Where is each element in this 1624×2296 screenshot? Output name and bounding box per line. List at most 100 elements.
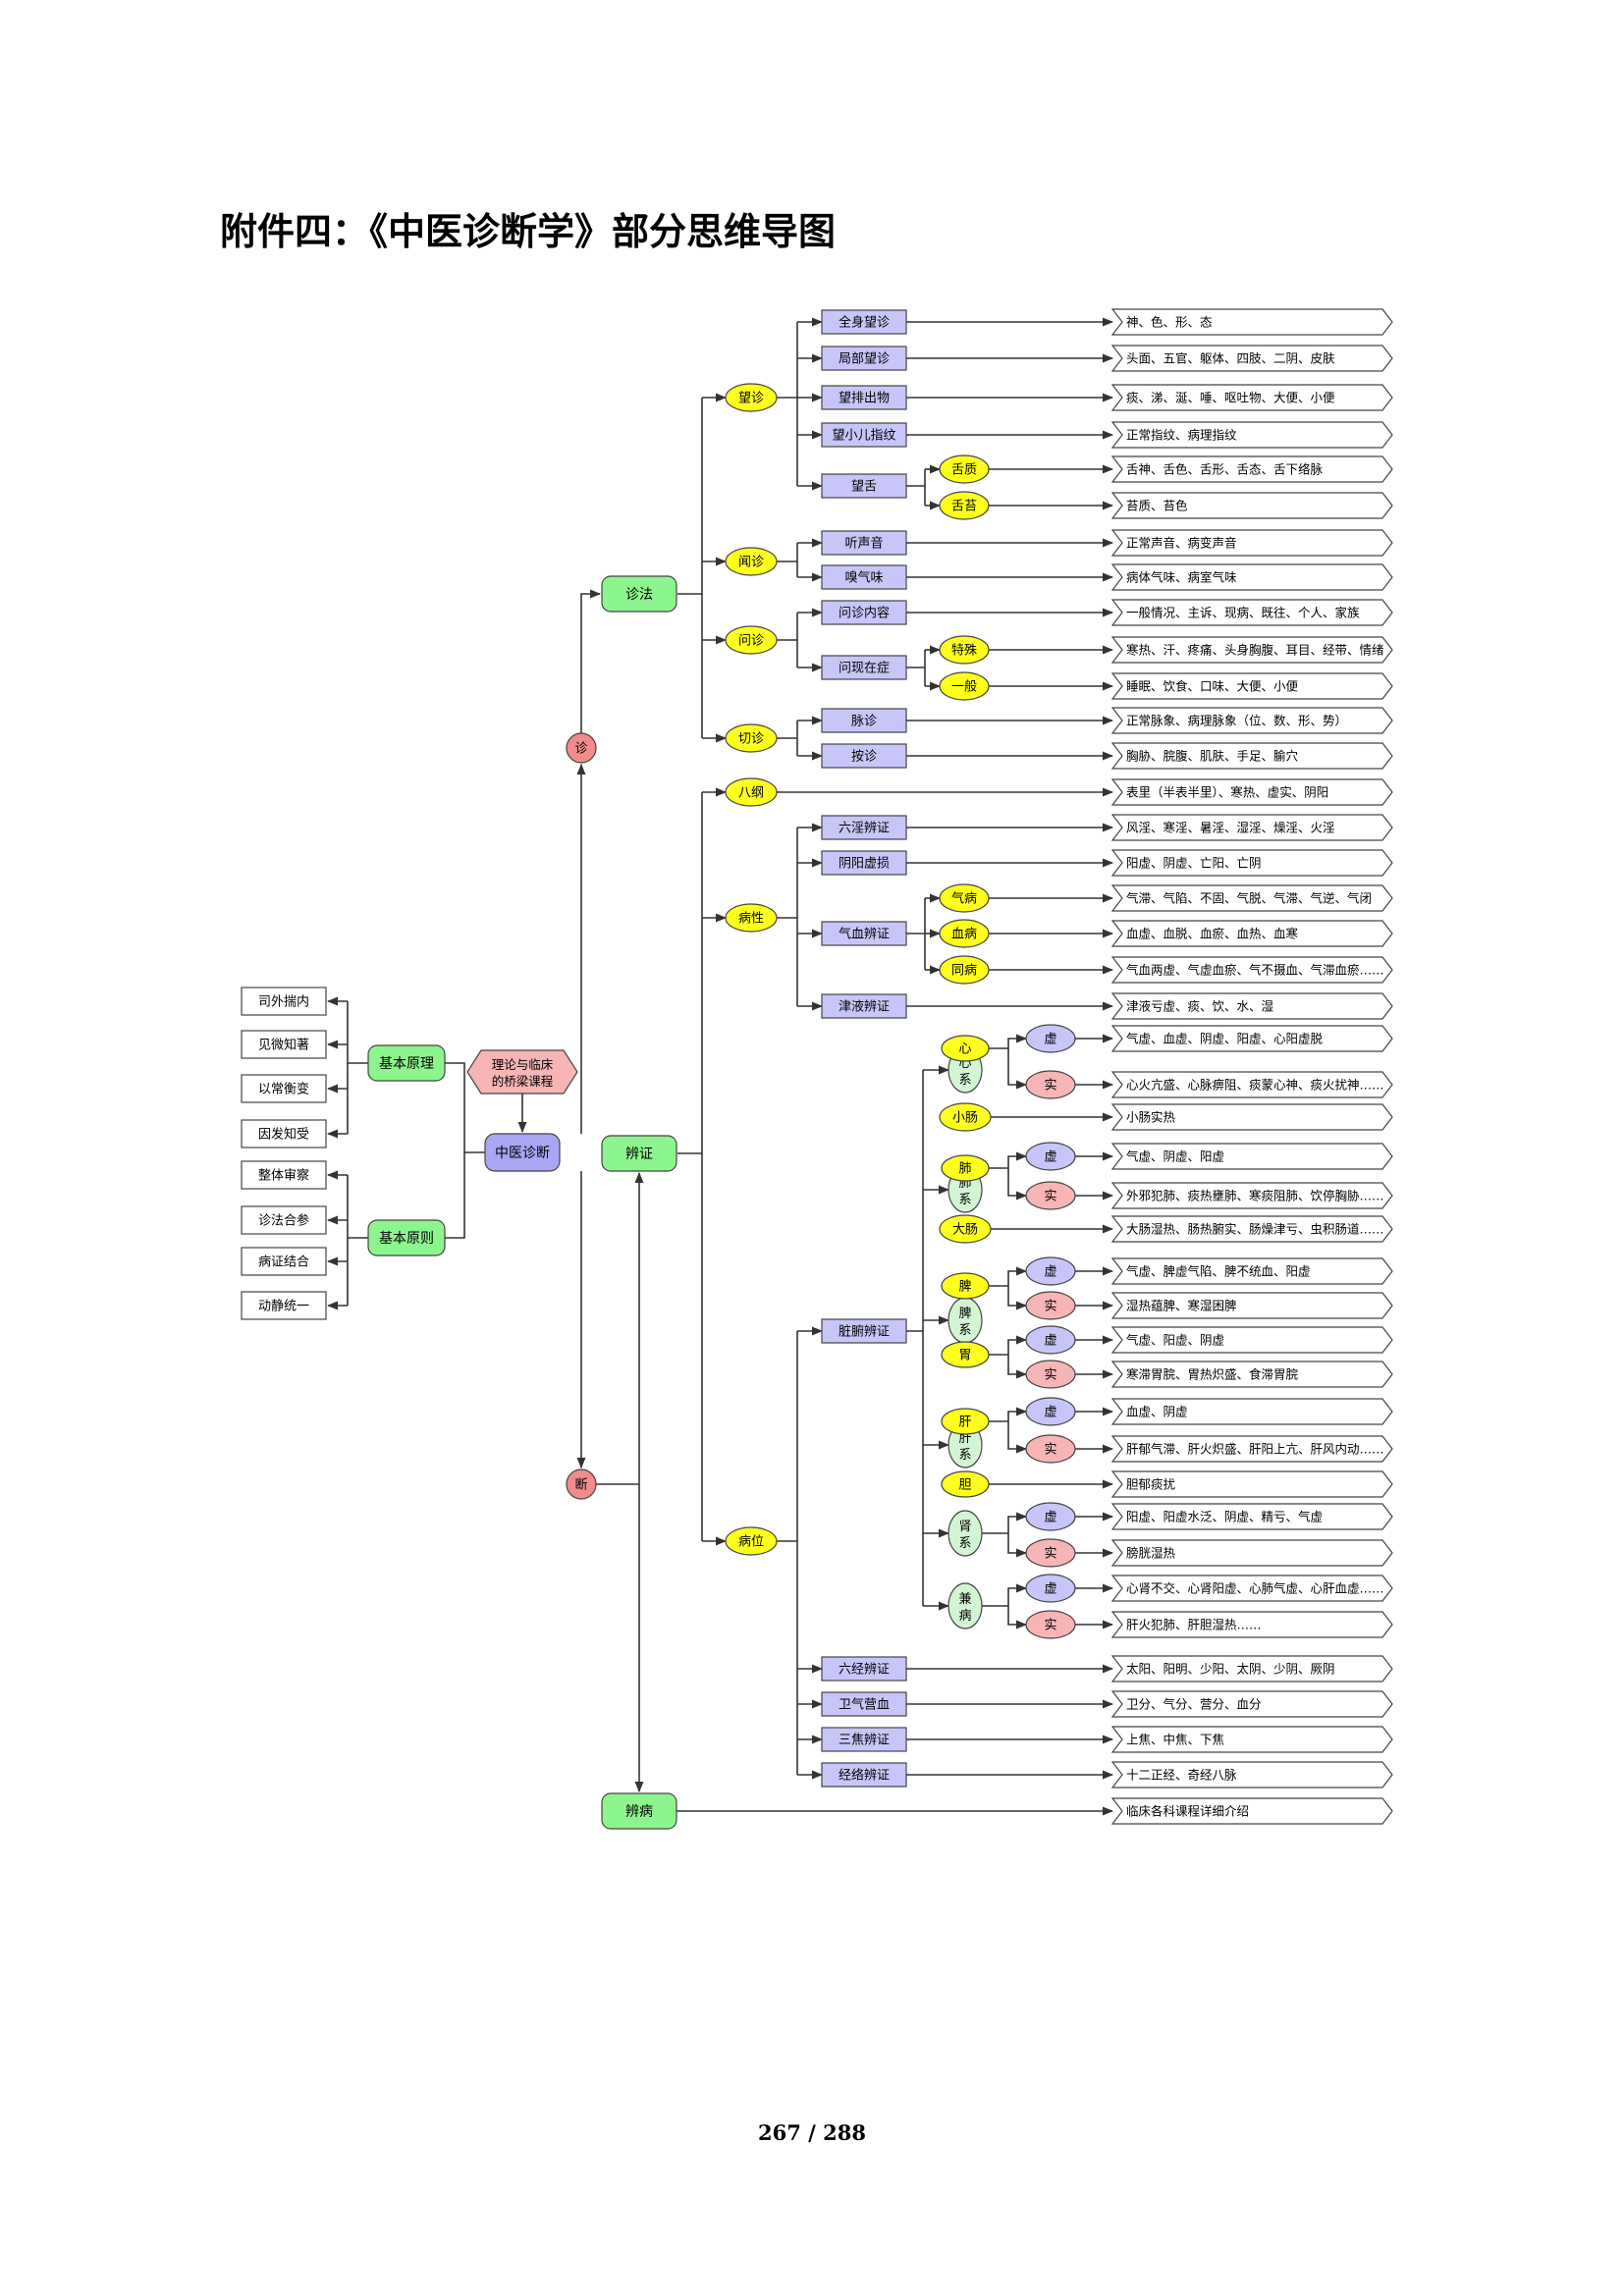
principle-item-1-label: 司外揣内: [258, 994, 309, 1010]
leaf-lz2-label: 病体气味、病室气味: [1126, 570, 1237, 585]
leaf-pi-xu-label: 气虚、脾虚气陷、脾不统血、阳虚: [1126, 1264, 1311, 1279]
liujing-node: 六经辨证: [821, 1656, 907, 1682]
wz4-node-label: 望小儿指纹: [832, 428, 895, 444]
leaf-az1-label: 一般情况、主诉、现病、既往、个人、家族: [1126, 606, 1360, 620]
leaf-xiaochang-label: 小肠实热: [1126, 1110, 1176, 1125]
az2-node-label: 问现在症: [839, 662, 890, 676]
leaf-wz3-label: 痰、涕、涎、唾、呕吐物、大便、小便: [1126, 391, 1335, 405]
leaf-wz1-label: 神、色、形、态: [1126, 315, 1213, 330]
tongbing-node-label: 同病: [951, 964, 977, 979]
pi-xu-node: 虚: [1025, 1256, 1076, 1286]
wei-xu-node-label: 虚: [1044, 1334, 1056, 1349]
leaf-bx2-label: 阳虚、阴虚、亡阳、亡阴: [1126, 856, 1262, 871]
center-node-label: 中医诊断: [495, 1146, 550, 1161]
leaf-fei-shi: 外邪犯肺、痰热壅肺、寒痰阻肺、饮停胸胁……: [1110, 1182, 1393, 1209]
jian-xu-node-label: 虚: [1044, 1582, 1056, 1597]
connectors: [326, 317, 1114, 1816]
leaf-wz1: 神、色、形、态: [1110, 308, 1393, 336]
leaf-bagang: 表里（半表半里）、寒热、虚实、阴阳: [1110, 778, 1393, 806]
qz1-node: 脉诊: [821, 708, 907, 733]
leaf-dan: 胆郁痰扰: [1110, 1470, 1393, 1498]
fei-shi-node-label: 实: [1044, 1190, 1056, 1204]
leaf-jian-xu: 心肾不交、心肾阳虚、心肺气虚、心肝血虚……: [1110, 1575, 1393, 1602]
rules-item-4-label: 动静统一: [258, 1300, 309, 1314]
fei-system-node-suffix: 系: [958, 1193, 971, 1207]
rules-item-1-label: 整体审察: [258, 1169, 309, 1184]
page-title: 附件四：《中医诊断学》部分思维导图: [220, 209, 837, 253]
leaf-wz4-label: 正常指纹、病理指纹: [1126, 428, 1237, 443]
jianbing-label-2: 病: [958, 1609, 971, 1624]
leaf-fei-shi-label: 外邪犯肺、痰热壅肺、寒痰阻肺、饮停胸胁……: [1126, 1189, 1384, 1203]
bagang-node: 八纲: [725, 777, 778, 807]
bianzheng-node-label: 辨证: [625, 1147, 653, 1162]
leaf-pi-xu: 气虚、脾虚气陷、脾不统血、阳虚: [1110, 1257, 1393, 1285]
leaf-shetai-label: 苔质、苔色: [1126, 499, 1188, 513]
leaf-jian-xu-label: 心肾不交、心肾阳虚、心肺气虚、心肝血虚……: [1126, 1581, 1384, 1596]
principle-node-label: 基本原理: [379, 1055, 434, 1072]
leaf-wei-shi: 寒滞胃脘、胃热炽盛、食滞胃脘: [1110, 1361, 1393, 1388]
wz2-node-label: 局部望诊: [839, 351, 890, 367]
leaf-weiqi: 卫分、气分、营分、血分: [1110, 1690, 1393, 1718]
leaf-lz2: 病体气味、病室气味: [1110, 563, 1393, 591]
leaf-fei-xu: 气虚、阴虚、阳虚: [1110, 1143, 1393, 1170]
leaf-shezhi-label: 舌神、舌色、舌形、舌态、舌下络脉: [1126, 462, 1324, 477]
bingwei-node: 病位: [725, 1526, 778, 1556]
xin-node-label: 心: [958, 1042, 971, 1057]
lz2-node-label: 嗅气味: [844, 570, 883, 586]
leaf-yiban-label: 睡眠、饮食、口味、大便、小便: [1126, 679, 1299, 694]
leaf-wei-xu-label: 气虚、阳虚、阴虚: [1126, 1333, 1224, 1348]
qz1-node-label: 脉诊: [851, 715, 877, 729]
leaf-pi-shi-label: 湿热蕴脾、寒湿困脾: [1126, 1299, 1237, 1313]
bingxing-node: 病性: [725, 903, 778, 933]
rules-item-3: 病证结合: [241, 1247, 327, 1276]
xiaochang-node: 小肠: [939, 1102, 992, 1132]
wz4-node: 望小儿指纹: [821, 422, 907, 448]
leaf-shen-xu-label: 阳虚、阳虚水泛、阴虚、精亏、气虚: [1126, 1510, 1323, 1524]
jianbing-label: 兼: [958, 1592, 971, 1607]
zangfu-node-label: 脏腑辨证: [839, 1324, 890, 1340]
bx1-node: 六淫辨证: [821, 815, 907, 840]
wz3-node-label: 望排出物: [839, 391, 890, 406]
leaf-bx4-label: 津液亏虚、痰、饮、水、湿: [1126, 999, 1273, 1014]
leaf-qz2-label: 胸胁、脘腹、肌肤、手足、腧穴: [1126, 749, 1299, 764]
fei-shi-node: 实: [1025, 1181, 1076, 1210]
az2-node: 问现在症: [821, 655, 907, 680]
principle-item-3-label: 以常衡变: [258, 1082, 309, 1097]
duan-node: 断: [566, 1468, 597, 1500]
rules-item-2-label: 诊法合参: [258, 1213, 309, 1229]
leaf-xuebing: 血虚、血脱、血瘀、血热、血寒: [1110, 920, 1393, 947]
qibing-node-label: 气病: [951, 891, 977, 907]
leaf-shen-shi-label: 膀胱湿热: [1126, 1546, 1176, 1561]
gan-system-node-label: 肝: [958, 1431, 971, 1446]
yiban-node-label: 一般: [951, 679, 977, 695]
wenzhen-listen-node-label: 闻诊: [738, 556, 764, 570]
wei-node-label: 胃: [958, 1349, 971, 1363]
gan-node: 肝: [941, 1408, 990, 1435]
dachang-node: 大肠: [939, 1214, 992, 1244]
bingxing-node-label: 病性: [738, 912, 764, 927]
pi-system-node-label: 脾: [958, 1307, 971, 1321]
az1-node-label: 问诊内容: [839, 606, 890, 621]
bagang-node-label: 八纲: [738, 786, 764, 801]
leaf-bx1: 风淫、寒淫、暑淫、湿淫、燥淫、火淫: [1110, 814, 1393, 841]
bx4-node-label: 津液辨证: [839, 1000, 890, 1015]
leaf-xuebing-label: 血虚、血脱、血瘀、血热、血寒: [1126, 927, 1299, 941]
zhenfa-node: 诊法: [601, 575, 677, 613]
wenzhen-listen-node: 闻诊: [725, 547, 778, 576]
leaf-yiban: 睡眠、饮食、口味、大便、小便: [1110, 672, 1393, 700]
principle-item-4: 因发知受: [241, 1119, 327, 1148]
dan-node: 胆: [941, 1470, 990, 1498]
jianbing-node: 兼病: [947, 1582, 983, 1629]
zhen-node: 诊: [566, 732, 597, 764]
leaf-bx1-label: 风淫、寒淫、暑淫、湿淫、燥淫、火淫: [1126, 821, 1335, 835]
bianbing-node: 辨病: [601, 1792, 677, 1830]
xin-system-node-suffix: 系: [958, 1073, 971, 1088]
xin-xu-node-label: 虚: [1044, 1033, 1056, 1047]
xin-xu-node: 虚: [1025, 1024, 1076, 1053]
leaf-wei-shi-label: 寒滞胃脘、胃热炽盛、食滞胃脘: [1126, 1367, 1299, 1382]
lz1-node-label: 听声音: [844, 536, 883, 552]
leaf-shetai: 苔质、苔色: [1110, 492, 1393, 519]
wz3-node: 望排出物: [821, 385, 907, 410]
leaf-liujing-label: 太阳、阳明、少阳、太阴、少阴、厥阴: [1126, 1662, 1335, 1677]
pi-system-node: 脾系: [947, 1297, 983, 1344]
